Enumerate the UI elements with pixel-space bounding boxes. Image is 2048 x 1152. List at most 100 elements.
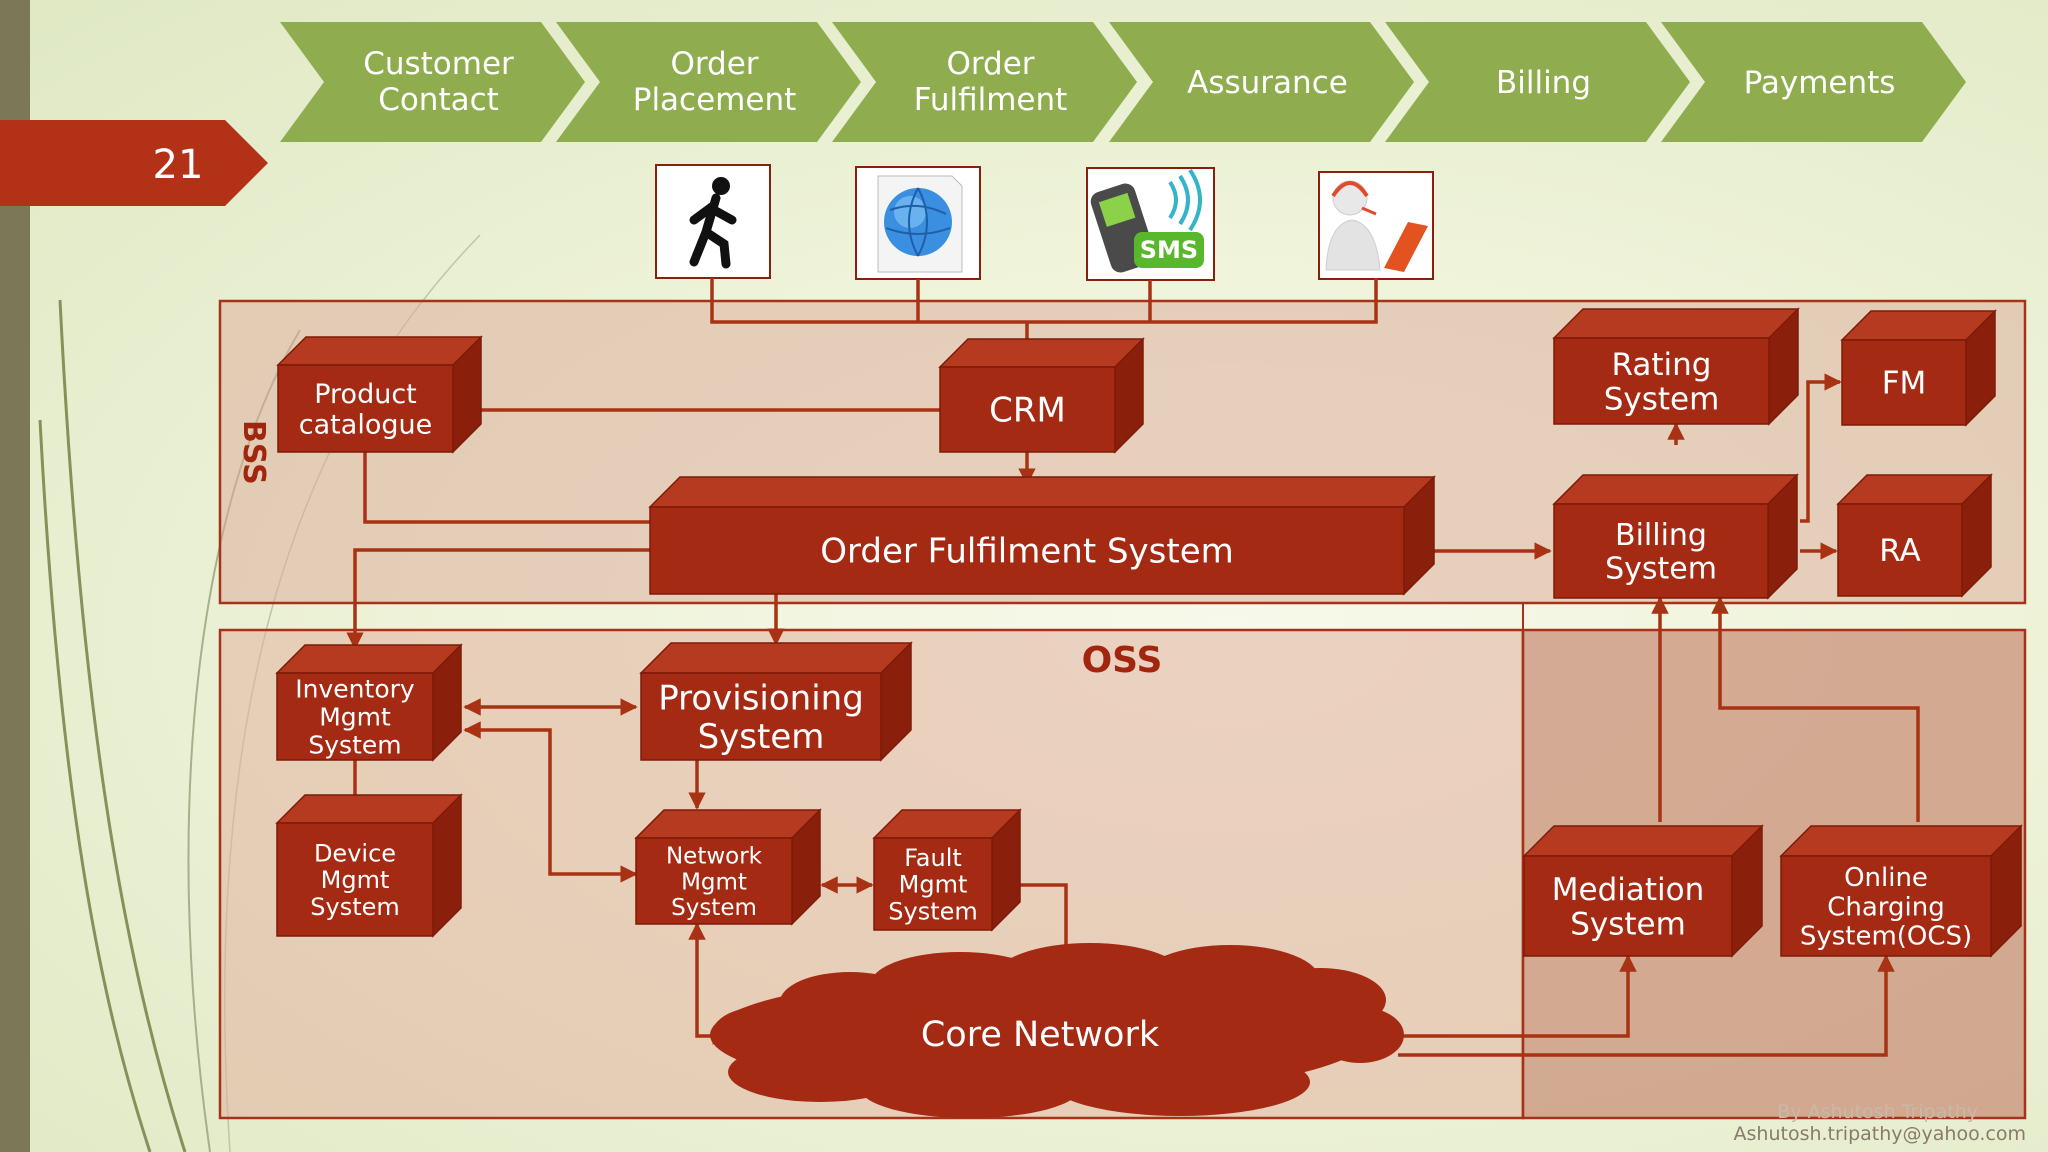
box-front-face — [1841, 339, 1967, 426]
box-front-face — [1553, 337, 1770, 425]
system-label: Product — [314, 379, 417, 410]
ocs-to-billing — [1711, 596, 1920, 822]
box-front-face — [939, 366, 1116, 453]
process-step-label: Order — [946, 46, 1034, 82]
box-front-face — [873, 837, 993, 931]
process-step-label: Placement — [633, 82, 797, 118]
system-label: Charging — [1827, 892, 1945, 922]
oss-label: OSS — [1082, 640, 1163, 681]
box-front-face — [1553, 503, 1769, 599]
box-top-face — [1552, 474, 1799, 505]
core-to-ocs — [1398, 954, 1895, 1057]
box-front-face — [277, 364, 454, 453]
sms-phone-icon: SMS — [1090, 168, 1204, 273]
system-label: System — [310, 893, 400, 921]
catalogue-to-ofs — [363, 452, 650, 524]
box-top-face — [639, 642, 913, 674]
system-label: System — [1604, 382, 1720, 418]
system-label: Mgmt — [319, 703, 391, 732]
system-label: Inventory — [295, 675, 415, 704]
box-front-face — [635, 837, 793, 925]
sms-text: SMS — [1140, 236, 1198, 264]
chevron-shape — [832, 22, 1137, 142]
system-label: catalogue — [299, 409, 432, 440]
box-front-face — [1780, 855, 1992, 957]
core-network-cloud[interactable]: Core Network — [710, 943, 1404, 1118]
chevron-shape — [280, 22, 585, 142]
fm-box[interactable]: FM — [1840, 309, 1997, 427]
box-front-face — [640, 672, 882, 761]
process-step-label: Billing — [1496, 65, 1591, 101]
system-label: CRM — [989, 391, 1066, 431]
system-label: Billing — [1615, 518, 1707, 553]
system-label: Rating — [1612, 347, 1712, 383]
chevron-shape — [556, 22, 861, 142]
process-step-label: Order — [670, 46, 758, 82]
process-step-5[interactable]: Billing — [1385, 22, 1690, 142]
system-label: Mgmt — [321, 866, 390, 894]
billing-to-fm — [1800, 373, 1842, 523]
system-label: System — [308, 731, 401, 760]
box-top-face — [938, 338, 1145, 368]
system-label: Network — [666, 844, 763, 870]
ofs-to-inventory — [346, 548, 650, 650]
box-top-face — [634, 809, 822, 839]
box-front-face — [276, 822, 434, 937]
box-front-face — [1837, 503, 1963, 597]
process-step-label: Assurance — [1187, 65, 1348, 101]
box-front-face — [276, 672, 434, 761]
bss-label: BSS — [236, 420, 271, 485]
order-fulfilment-box[interactable]: Order Fulfilment System — [648, 475, 1436, 596]
system-label: Mgmt — [899, 871, 968, 899]
process-step-4[interactable]: Assurance — [1109, 22, 1414, 142]
system-label: Fault — [904, 844, 962, 872]
core-to-mediation — [1398, 954, 1637, 1038]
core-network-label: Core Network — [921, 1015, 1160, 1055]
system-label: System — [1570, 907, 1686, 943]
call-center-agent-icon — [1325, 180, 1428, 272]
globe-icon — [877, 175, 963, 273]
process-step-6[interactable]: Payments — [1661, 22, 1966, 142]
box-top-face — [648, 476, 1436, 508]
system-label: System(OCS) — [1800, 921, 1972, 951]
box-front-face — [1523, 855, 1733, 957]
box-top-face — [276, 336, 483, 366]
system-label: Mediation — [1552, 872, 1705, 908]
footer-email: Ashutosh.tripathy@yahoo.com — [1734, 1123, 2026, 1145]
system-label: Order Fulfilment System — [820, 532, 1234, 572]
slide-number-tab — [0, 120, 268, 206]
process-step-label: Customer — [363, 46, 514, 82]
system-label: System — [698, 717, 825, 757]
crm-box[interactable]: CRM — [938, 337, 1145, 454]
chevron-shape — [1661, 22, 1966, 142]
box-top-face — [1779, 825, 2023, 857]
box-top-face — [275, 644, 463, 674]
channel-bus-line — [710, 278, 1378, 324]
inventory-network — [463, 721, 638, 883]
system-label: Provisioning — [658, 679, 864, 719]
system-label: RA — [1879, 533, 1921, 569]
slide-number: 21 — [153, 142, 204, 188]
process-step-label: Contact — [378, 82, 499, 118]
ra-box[interactable]: RA — [1836, 473, 1993, 598]
system-label: System — [671, 895, 757, 921]
box-front-face — [649, 506, 1405, 595]
system-label: System — [1605, 552, 1717, 587]
system-label: FM — [1882, 366, 1927, 402]
chevron-shape — [1109, 22, 1414, 142]
connectors — [346, 278, 1920, 1057]
system-label: Mgmt — [681, 869, 747, 895]
